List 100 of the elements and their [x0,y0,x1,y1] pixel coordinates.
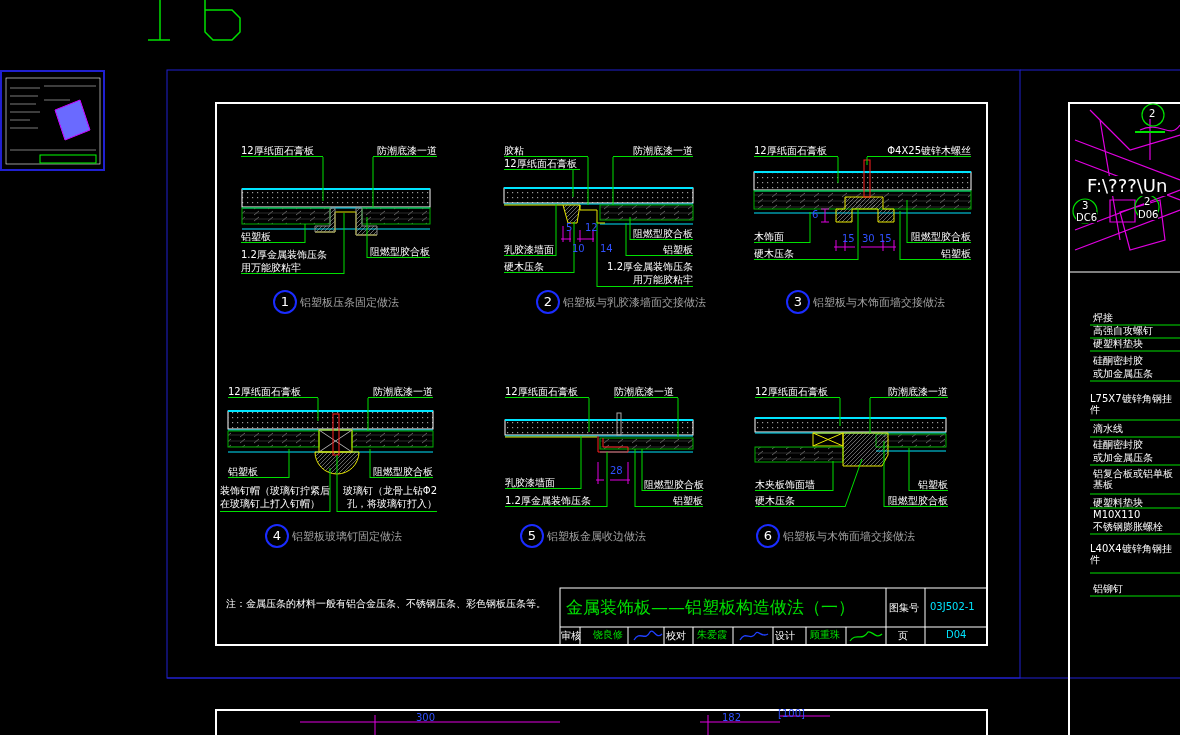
part-label: 硅酮密封胶 [1093,439,1143,450]
callout-label: 阻燃型胶合板 [367,246,430,258]
signer-name: 朱爱霞 [697,629,727,640]
part-label: 铝复合板或铝单板基板 [1093,468,1174,490]
callout-label: 阻燃型胶合板 [907,231,971,243]
detail-caption: 铝塑板与木饰面墙交接做法 [783,530,915,544]
detail-number-circle: 2 [536,290,560,314]
field-label: 审核 [561,630,581,641]
callout-number: D06 [1138,209,1159,220]
callout-label: 木饰面 [754,231,810,243]
callout-label: 玻璃钉（龙骨上钻Φ2孔，将玻璃钉打入） [337,484,437,512]
callout-label: 硬木压条 [504,261,574,273]
leader-line [809,211,811,244]
detail-number-circle: 6 [756,524,780,548]
detail-caption: 铝塑板玻璃钉固定做法 [292,530,402,544]
part-label: 或加金属压条 [1093,452,1153,463]
callout-label: 铝塑板 [228,466,289,478]
leader-line [572,169,574,198]
part-label: 滴水线 [1093,423,1123,434]
callout-label: 乳胶漆墙面 [504,244,556,256]
file-path-text: F:\???\Un [1087,176,1168,196]
leader-line [367,397,369,432]
callout-number: DC6 [1076,212,1098,223]
field-label: 页 [898,630,908,641]
callout-label: 铝塑板 [635,495,703,507]
wall-section-drawing [503,187,694,225]
dimension-value: 15 [842,233,855,244]
leader-line [573,221,575,274]
leader-line [625,222,627,257]
detail-caption: 铝塑板压条固定做法 [300,296,399,310]
callout-label: 硬木压条 [755,495,845,507]
leader-line [587,156,589,206]
dimension-value: 6 [812,209,819,220]
callout-label: 木夹板饰面墙 [755,479,833,491]
dimension-value: 14 [600,243,613,254]
callout-label: 铝塑板 [900,248,971,260]
leader-line [906,199,908,244]
part-label: 硬塑料垫块 [1093,497,1143,508]
callout-label: 12厚纸面石膏板 [504,158,580,170]
dimension-value: 30 [862,233,875,244]
signer-name: 饶良修 [593,629,623,640]
part-label: 铝铆钉 [1093,583,1123,594]
leader-line [899,210,901,261]
part-label: 焊接 [1093,312,1113,323]
signer-name: 顾重珠 [810,629,840,640]
callout-label: 12厚纸面石膏板 [241,145,323,157]
leader-line [336,454,338,513]
leader-line [588,397,590,433]
callout-label: 1.2厚金属装饰压条用万能胶粘牢 [597,260,693,287]
field-label: 设计 [775,630,795,641]
leader-line [288,448,290,479]
part-label: M10X110 [1093,509,1141,520]
callout-label: 乳胶漆墙面 [505,477,581,489]
note-text: 注：金属压条的材料一般有铝合金压条、不锈钢压条、彩色钢板压条等。 [226,598,546,609]
wall-section-drawing [753,159,972,223]
callout-label: 防潮底漆一道 [368,386,433,398]
leader-line [606,451,608,508]
part-label: 硅酮密封胶 [1093,355,1143,366]
detail-number-circle: 5 [520,524,544,548]
dimension-value: 5 [566,222,573,233]
callout-label: 铝塑板 [626,244,693,256]
leader-line [369,448,371,479]
part-label: 或加金属压条 [1093,368,1153,379]
callout-label: 阻燃型胶合板 [884,495,948,507]
callout-label: 1.2厚金属装饰压条用万能胶粘牢 [241,248,344,274]
callout-label: 防潮底漆一道 [870,386,948,398]
leader-line [612,156,614,206]
callout-label: 防潮底漆一道 [373,145,437,157]
detail-caption: 铝塑板与乳胶漆墙面交接做法 [563,296,706,310]
dimension-value: 182 [722,712,742,723]
leader-line [832,460,834,492]
callout-number: 2 [1144,196,1151,207]
leader-line [634,448,636,508]
callout-label: 铝塑板 [241,231,305,243]
leader-line [869,397,871,434]
dimension-value: 15 [879,233,892,244]
field-label: 图集号 [889,602,919,613]
callout-label: 防潮底漆一道 [614,386,678,398]
detail-caption: 铝塑板金属收边做法 [547,530,646,544]
leader-line [629,216,631,241]
leader-line [343,212,345,275]
callout-label: 12厚纸面石膏板 [505,386,589,398]
leader-line [322,156,324,202]
callout-label: 12厚纸面石膏板 [228,386,318,398]
callout-label: 阻燃型胶合板 [370,466,433,478]
callout-label: 1.2厚金属装饰压条 [505,495,607,507]
part-label: L75X7镀锌角钢挂件 [1090,393,1173,415]
leader-line [372,156,374,208]
leader-line [883,440,885,508]
dimension-value: 10 [572,243,585,254]
callout-label: 防潮底漆一道 [613,145,693,157]
dimension-value: 12 [585,222,598,233]
leader-line [837,156,839,184]
wall-section-drawing [754,417,947,467]
wall-section-drawing [227,410,434,475]
detail-number-circle: 4 [265,524,289,548]
leader-line [839,397,841,427]
dimension-value: 300 [416,712,436,723]
leader-line [866,156,868,166]
part-label: L40X4镀锌角钢挂件 [1090,543,1173,565]
